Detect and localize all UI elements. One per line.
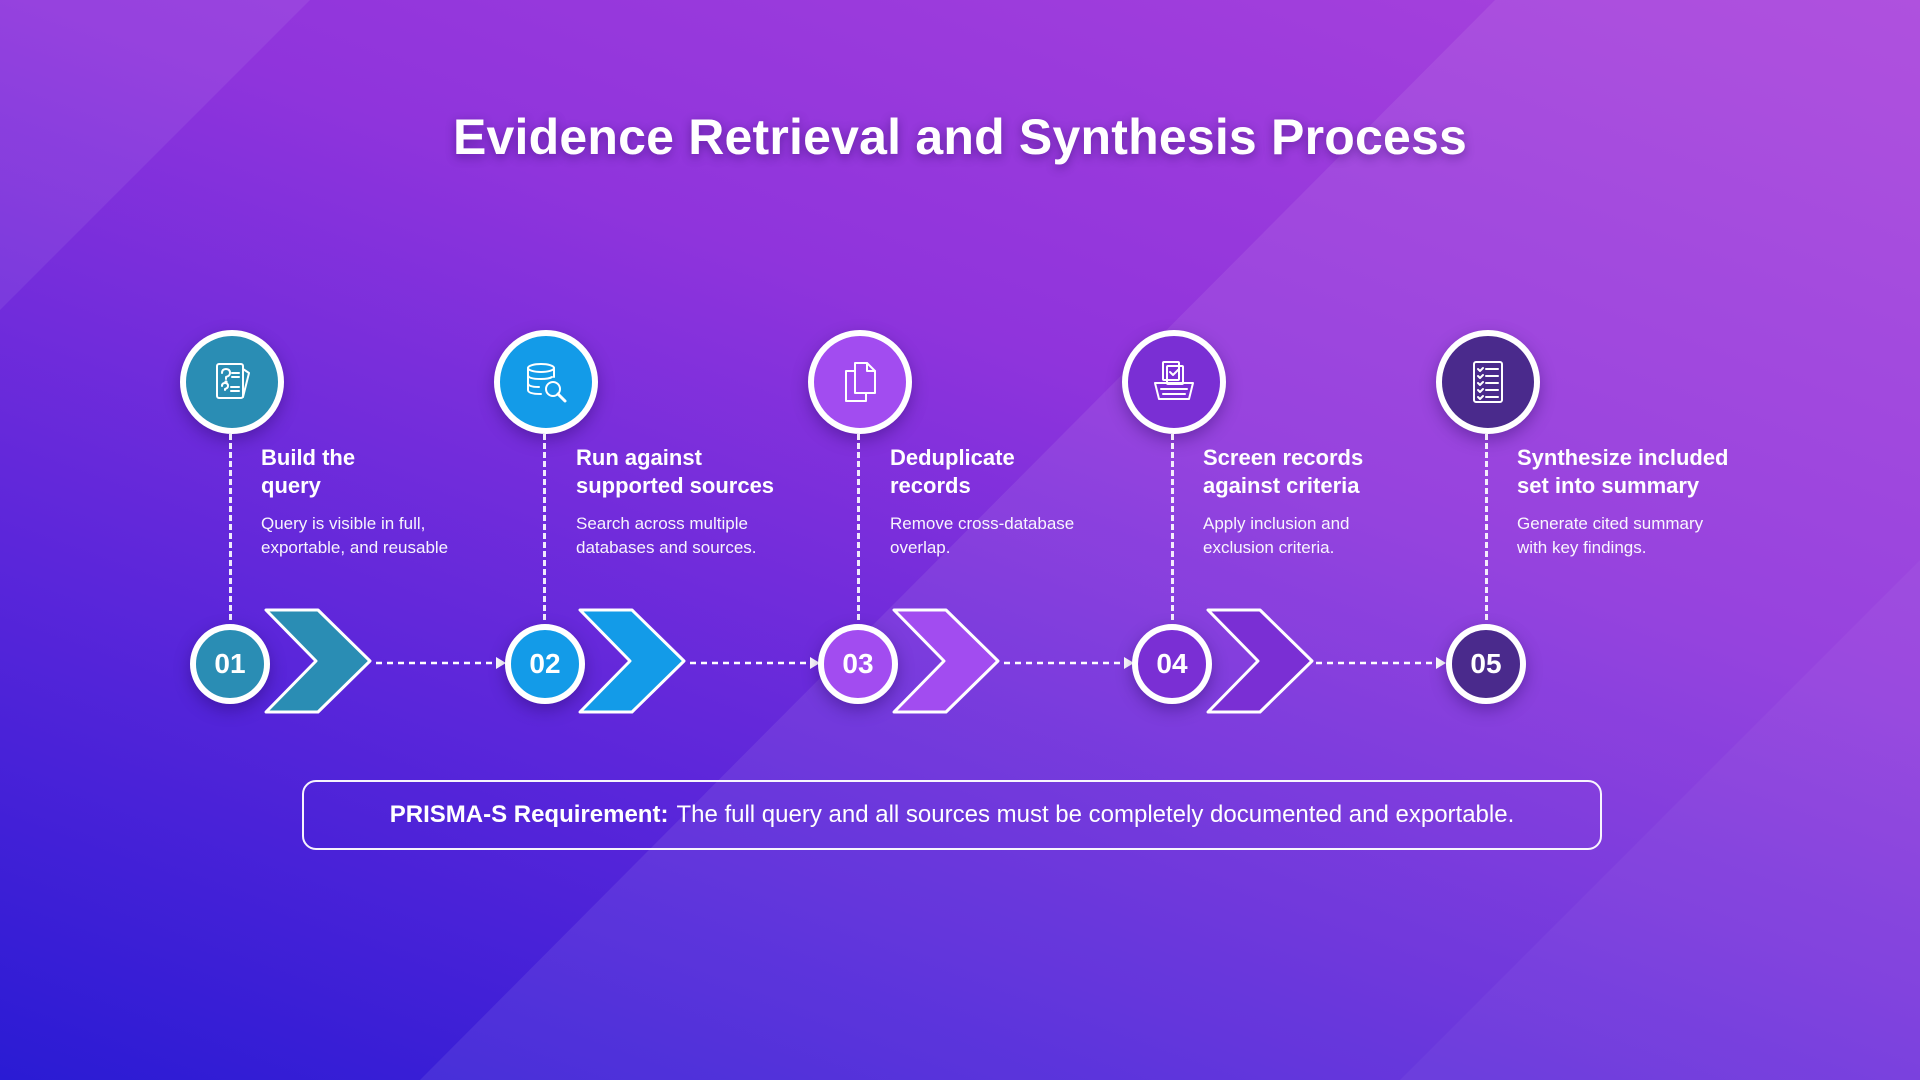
step-2-dashed-arrow (690, 657, 820, 669)
step-3: Deduplicate records Remove cross-databas… (0, 0, 1134, 760)
step-2-number: 02 (505, 624, 585, 704)
step-3-connector-line (857, 434, 860, 620)
question-document-icon (216, 363, 250, 399)
step-5-description: Generate cited summary with key findings… (1517, 514, 1704, 557)
step-2-chevron-arrow (578, 608, 686, 714)
step-4: Screen records against criteria Apply in… (0, 0, 1446, 760)
duplicate-documents-icon (845, 362, 876, 402)
step-5-title: Synthesize included set into summary (1517, 445, 1729, 498)
page-title: Evidence Retrieval and Synthesis Process (452, 109, 1468, 165)
step-2-title: Run against supported sources (576, 445, 775, 498)
note-text: The full query and all sources must be c… (676, 801, 1515, 828)
step-1-title: Build the query (261, 445, 356, 498)
step-4-connector-line (1171, 434, 1174, 620)
step-4-dashed-arrow (1316, 657, 1446, 669)
step-1-connector-line (229, 434, 232, 620)
step-3-number: 03 (818, 624, 898, 704)
step-3-description: Remove cross-database overlap. (890, 514, 1075, 557)
checklist-icon (1473, 361, 1503, 403)
step-2: Run against supported sources Search acr… (0, 0, 820, 760)
inbox-tray-icon (1154, 361, 1194, 400)
step-3-chevron-arrow (892, 608, 1000, 714)
step-4-description: Apply inclusion and exclusion criteria. (1203, 514, 1350, 557)
step-1-chevron-arrow (264, 608, 372, 714)
step-5-icon-circle (1436, 330, 1540, 434)
step-1: Build the query Query is visible in full… (0, 0, 506, 760)
step-4-title: Screen records against criteria (1203, 445, 1364, 498)
step-5-connector-line (1485, 434, 1488, 620)
step-2-connector-line (543, 434, 546, 620)
step-3-dashed-arrow (1004, 657, 1134, 669)
step-4-icon-circle (1122, 330, 1226, 434)
step-3-icon-circle (808, 330, 912, 434)
note-label: PRISMA-S Requirement: (389, 801, 669, 828)
step-1-description: Query is visible in full, exportable, an… (261, 514, 449, 557)
step-1-icon-circle (180, 330, 284, 434)
step-3-title: Deduplicate records (890, 445, 1015, 498)
prisma-s-requirement-note: PRISMA-S Requirement: The full query and… (302, 780, 1602, 850)
step-4-chevron-arrow (1206, 608, 1314, 714)
step-2-description: Search across multiple databases and sou… (576, 514, 757, 557)
step-4-number: 04 (1132, 624, 1212, 704)
step-1-dashed-arrow (376, 657, 506, 669)
step-5-number: 05 (1446, 624, 1526, 704)
step-1-number: 01 (190, 624, 270, 704)
step-2-icon-circle (494, 330, 598, 434)
step-5: Synthesize included set into summary Gen… (0, 0, 1729, 760)
database-search-icon (527, 363, 567, 403)
